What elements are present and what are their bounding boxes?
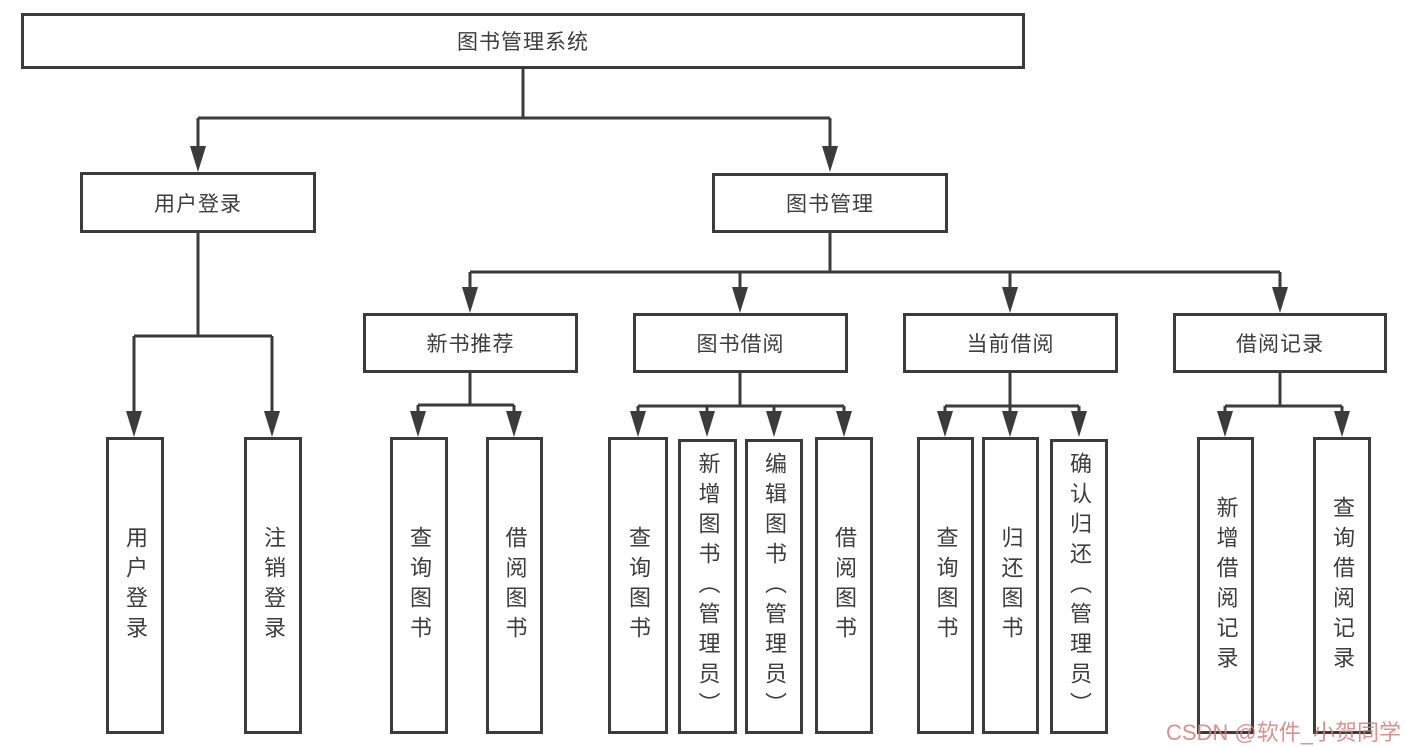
node-label: 当前借阅: [966, 333, 1055, 356]
leaf-logout: 注销登录: [244, 437, 302, 734]
leaf-label: 借阅图书: [832, 525, 857, 646]
leaf-label: 查询图书: [407, 525, 432, 646]
node-root-library-system: 图书管理系统: [21, 13, 1025, 69]
leaf-query-books-borrow: 查询图书: [608, 437, 668, 734]
leaf-user-login: 用户登录: [106, 437, 164, 734]
leaf-label: 归还图书: [998, 525, 1024, 646]
node-new-book-recommend: 新书推荐: [363, 313, 578, 373]
leaf-label: 查询图书: [933, 525, 959, 646]
leaf-label: 查询借阅记录: [1330, 495, 1355, 676]
leaf-borrow-books-recommend: 借阅图书: [486, 437, 543, 734]
leaf-label: 新增借阅记录: [1213, 495, 1239, 676]
leaf-label: 新增图书（管理员）: [695, 451, 721, 722]
leaf-add-borrow-record: 新增借阅记录: [1197, 437, 1254, 734]
node-label: 图书管理系统: [457, 31, 589, 54]
leaf-query-books-recommend: 查询图书: [390, 437, 448, 734]
leaf-label: 确认归还（管理员）: [1067, 451, 1092, 722]
leaf-query-books-current: 查询图书: [917, 437, 974, 734]
node-borrow-records: 借阅记录: [1173, 313, 1387, 373]
leaf-query-borrow-record: 查询借阅记录: [1313, 437, 1371, 734]
leaf-label: 用户登录: [123, 525, 148, 646]
leaf-borrow-books: 借阅图书: [815, 437, 873, 734]
leaf-return-book: 归还图书: [982, 437, 1039, 734]
node-label: 图书管理: [786, 193, 874, 216]
leaf-label: 注销登录: [261, 525, 286, 646]
node-label: 借阅记录: [1236, 333, 1324, 356]
leaf-label: 编辑图书（管理员）: [762, 451, 787, 722]
leaf-confirm-return-admin: 确认归还（管理员）: [1050, 439, 1108, 734]
leaf-label: 查询图书: [626, 525, 651, 646]
leaf-edit-book-admin: 编辑图书（管理员）: [745, 439, 803, 734]
leaf-add-book-admin: 新增图书（管理员）: [678, 439, 737, 734]
node-label: 用户登录: [154, 192, 242, 216]
node-book-management: 图书管理: [712, 173, 948, 233]
node-label: 图书借阅: [696, 333, 785, 356]
node-current-borrow: 当前借阅: [903, 313, 1118, 373]
node-label: 新书推荐: [426, 333, 515, 356]
node-user-login: 用户登录: [80, 172, 316, 233]
node-book-borrow: 图书借阅: [633, 313, 848, 373]
leaf-label: 借阅图书: [502, 525, 528, 646]
